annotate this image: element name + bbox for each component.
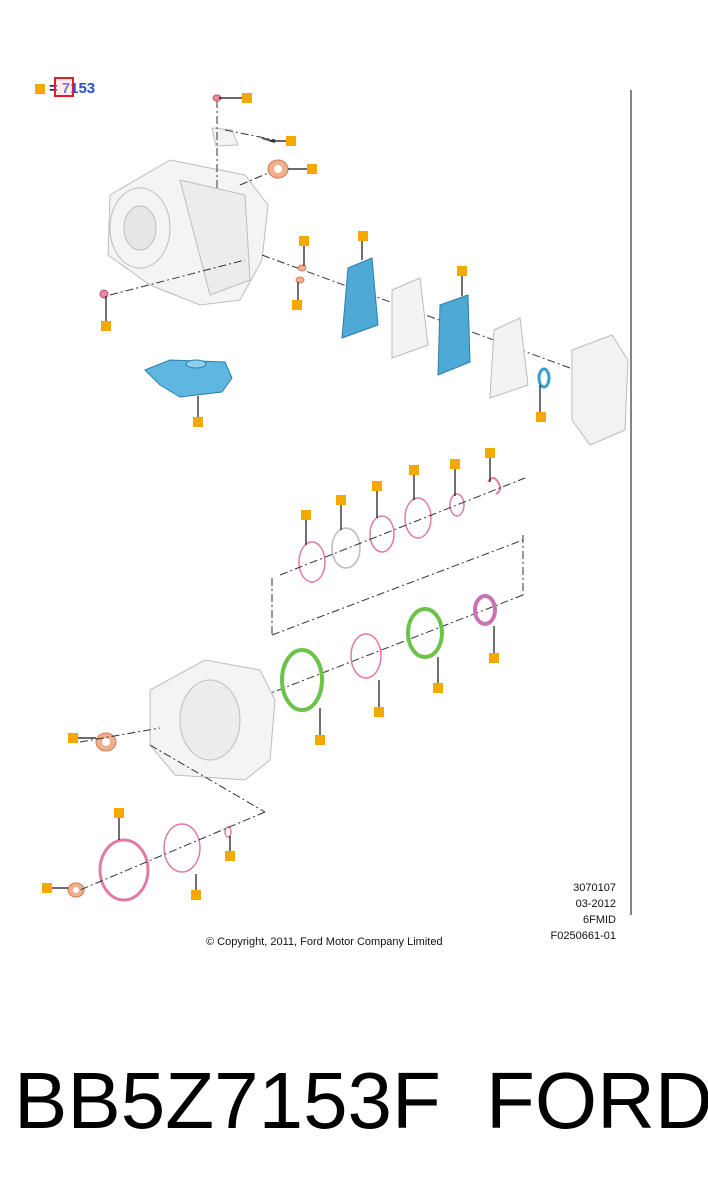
callout-marker — [193, 417, 203, 427]
legend-part-number: 7153 — [61, 80, 96, 97]
oil-filter — [144, 359, 233, 398]
callout-marker — [307, 164, 317, 174]
callout-marker — [450, 459, 460, 469]
small-parts-bottom — [67, 732, 232, 902]
callout-marker — [101, 321, 111, 331]
callout-marker — [68, 733, 78, 743]
callout-markers — [42, 93, 546, 900]
centerlines-bottom — [79, 727, 266, 891]
callout-marker — [286, 136, 296, 146]
meta-figure-id: F0250661-01 — [550, 930, 616, 942]
callout-marker — [114, 808, 124, 818]
callout-marker — [242, 93, 252, 103]
diagram-canvas — [42, 90, 632, 915]
copyright-notice: © Copyright, 2011, Ford Motor Company Li… — [206, 936, 443, 948]
meta-code: 3070107 — [573, 882, 616, 894]
callout-marker — [301, 510, 311, 520]
legend: = 7153 — [35, 77, 96, 97]
transmission-housing-lower — [149, 659, 276, 781]
clutch-rings-upper — [298, 477, 502, 583]
callout-marker — [536, 412, 546, 422]
exploded-diagram: = 7153 3070107 03-2012 6FMID F0250661-01… — [35, 77, 632, 948]
callout-marker — [42, 883, 52, 893]
highlight-box — [54, 77, 74, 97]
callout-marker — [299, 236, 309, 246]
caption-brand: FORD — [486, 1056, 708, 1145]
callout-marker — [485, 448, 495, 458]
legend-equals: = — [49, 80, 58, 97]
callout-marker — [374, 707, 384, 717]
callout-marker — [433, 683, 443, 693]
meta-model: 6FMID — [583, 914, 616, 926]
valve-body-assembly — [341, 257, 629, 446]
centerlines-middle — [149, 477, 526, 741]
callout-marker — [336, 495, 346, 505]
meta-date: 03-2012 — [575, 898, 616, 910]
transmission-housing-upper — [107, 127, 269, 306]
callout-marker — [315, 735, 325, 745]
callout-marker — [372, 481, 382, 491]
callout-marker — [358, 231, 368, 241]
callout-marker — [457, 266, 467, 276]
callout-leaders — [52, 97, 541, 892]
clutch-rings-lower — [280, 594, 497, 712]
caption-bar: BB5Z7153F FORD — [0, 1055, 708, 1165]
callout-marker — [225, 851, 235, 861]
callout-marker — [292, 300, 302, 310]
callout-marker — [489, 653, 499, 663]
figure-metadata: 3070107 03-2012 6FMID F0250661-01 — [551, 880, 616, 944]
callout-marker — [409, 465, 419, 475]
caption-part-number: BB5Z7153F — [14, 1056, 441, 1145]
legend-marker — [35, 83, 45, 94]
callout-marker — [191, 890, 201, 900]
